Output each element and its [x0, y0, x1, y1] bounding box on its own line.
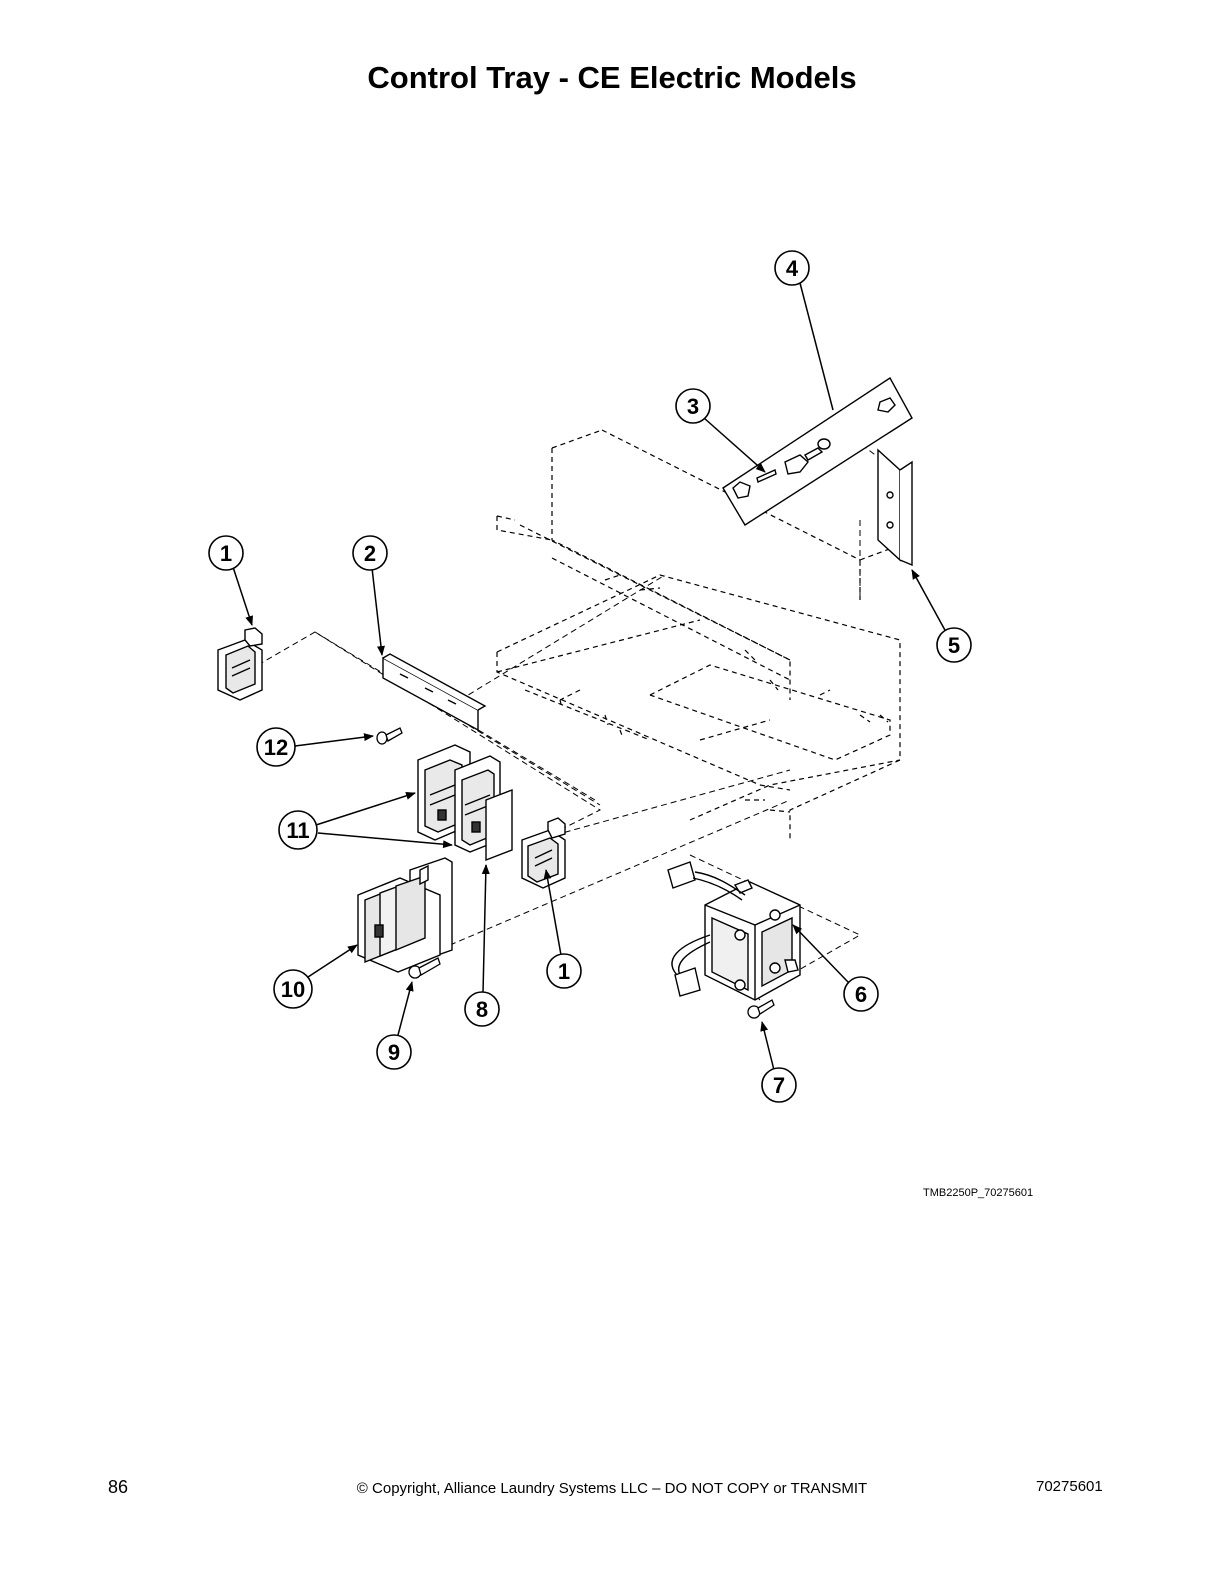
vertical-bracket-part — [877, 448, 913, 567]
arrow-callout-1b — [543, 869, 562, 956]
arrow-callout-4 — [799, 282, 834, 411]
arrow-callout-2 — [371, 567, 385, 656]
switch-block-left-part — [217, 627, 263, 701]
arrow-callout-6 — [792, 924, 849, 983]
callout-badge-6: 6 — [843, 976, 879, 1012]
svg-text:1: 1 — [558, 959, 570, 984]
callout-badge-12: 12 — [256, 727, 296, 767]
control-tray-outline — [496, 429, 901, 840]
arrow-callout-7 — [760, 1021, 775, 1071]
svg-text:7: 7 — [773, 1073, 785, 1098]
arrow-callout-5 — [911, 569, 947, 633]
mounting-rail-part — [382, 653, 487, 732]
callout-badge-11: 11 — [278, 810, 318, 850]
callout-badge-3: 3 — [675, 388, 711, 424]
arrow-callout-11b — [317, 832, 453, 849]
arrow-callout-1a — [232, 566, 253, 626]
arrow-callout-3 — [703, 417, 766, 473]
document-number: 70275601 — [1036, 1478, 1103, 1495]
svg-text:8: 8 — [476, 997, 488, 1022]
svg-text:10: 10 — [281, 977, 305, 1002]
callout-badge-7: 7 — [761, 1067, 797, 1103]
arrow-callout-12 — [294, 733, 374, 747]
page-number: 86 — [108, 1477, 129, 1497]
assembly-leader-lines — [257, 419, 906, 1001]
callout-badge-5: 5 — [936, 627, 972, 663]
switch-block-right-part — [521, 817, 566, 889]
svg-text:4: 4 — [786, 256, 799, 281]
copyright-notice: © Copyright, Alliance Laundry Systems LL… — [356, 1480, 868, 1497]
callout-arrows — [232, 282, 947, 1071]
end-plate-part — [485, 788, 513, 862]
arrow-callout-11a — [315, 791, 416, 826]
transformer-part — [667, 861, 801, 1001]
callout-badge-1b: 1 — [546, 953, 582, 989]
svg-text:3: 3 — [687, 394, 699, 419]
page-title: Control Tray - CE Electric Models — [367, 60, 857, 95]
svg-text:11: 11 — [286, 818, 309, 843]
svg-text:12: 12 — [264, 735, 288, 760]
hardware-kit-box-part — [722, 376, 913, 526]
callout-badge-2: 2 — [352, 535, 388, 571]
svg-text:1: 1 — [220, 541, 232, 566]
callout-badge-1a: 1 — [208, 535, 244, 571]
screw-part-7 — [747, 999, 775, 1019]
svg-text:5: 5 — [948, 633, 960, 658]
arrow-callout-8 — [481, 864, 490, 994]
svg-text:6: 6 — [855, 982, 867, 1007]
callout-badge-4: 4 — [774, 250, 810, 286]
contactor-part — [357, 857, 453, 973]
arrow-callout-9 — [397, 981, 414, 1036]
screw-part-12 — [376, 727, 403, 745]
svg-text:2: 2 — [364, 541, 376, 566]
callout-badge-10: 10 — [273, 969, 313, 1009]
callout-badge-9: 9 — [376, 1034, 412, 1070]
figure-code: TMB2250P_70275601 — [923, 1187, 1034, 1199]
arrow-callout-10 — [307, 944, 358, 978]
screw-part-9 — [408, 957, 441, 979]
svg-text:9: 9 — [388, 1040, 400, 1065]
callout-badge-8: 8 — [464, 991, 500, 1027]
